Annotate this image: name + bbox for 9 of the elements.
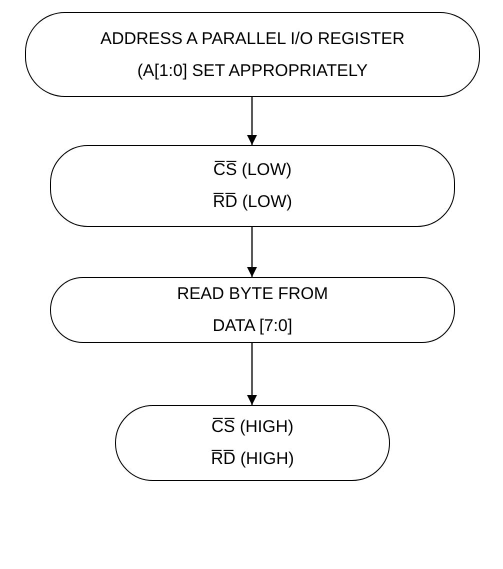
- arrow: [247, 97, 257, 145]
- step-text: ADDRESS A PARALLEL I/O REGISTER (A[1:0] SET APPROPRIATELY: [99, 28, 406, 82]
- step-text: R̅D̅ (HIGH): [210, 448, 294, 470]
- step-text: C̅S̅ (LOW): [213, 159, 292, 181]
- step-text: READ BYTE FROM DATA [7:0]: [176, 283, 330, 337]
- step-text: C̅S̅ (HIGH): [211, 416, 294, 438]
- step-text: R̅D̅ (LOW): [212, 191, 292, 213]
- arrow: [247, 227, 257, 277]
- arrow: [247, 343, 257, 405]
